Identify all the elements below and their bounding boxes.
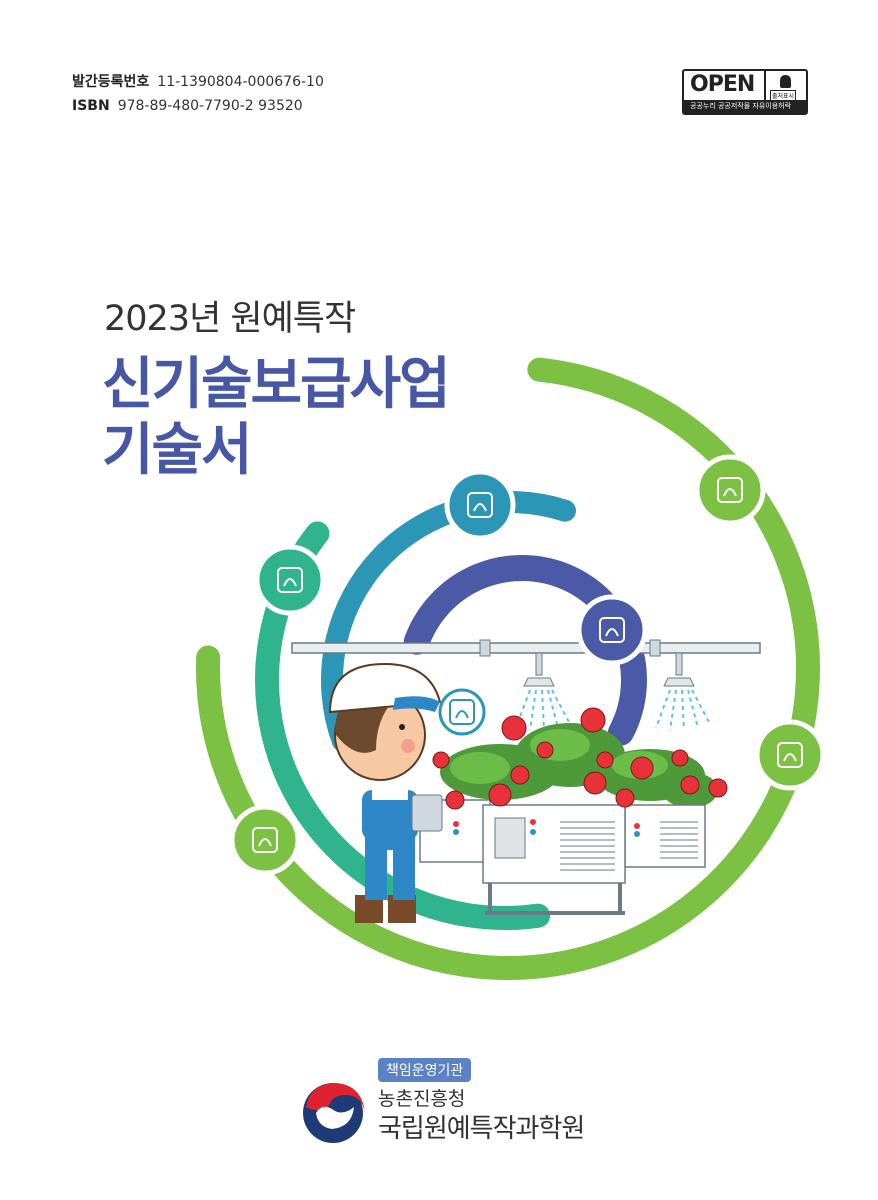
- gear-settings-icon: [438, 688, 486, 736]
- agency-badge: 책임운영기관: [378, 1058, 472, 1082]
- open-logo-text: OPEN: [690, 72, 755, 97]
- reg-label: 발간등록번호: [72, 74, 150, 90]
- indigo-ring: [403, 555, 647, 746]
- open-license-logo: OPEN 출처표시 공공누리 공공저작물 자유이용허락: [682, 69, 808, 115]
- cover-subtitle: 2023년 원예특작: [104, 299, 356, 339]
- government-emblem-icon: [303, 1083, 365, 1143]
- drone-spray-icon: [229, 804, 301, 876]
- irrigation-pipe: [291, 639, 761, 731]
- farmer-character: [328, 662, 443, 923]
- technology-icons: [229, 454, 826, 876]
- climate-control-icon: [576, 594, 648, 666]
- reg-number: 11-1390804-000676-10: [157, 74, 324, 90]
- greenhouse-icon: [254, 544, 326, 616]
- cover-title: 신기술보급사업 기술서: [102, 352, 451, 484]
- open-license-bar: 공공누리 공공저작물 자유이용허락: [684, 100, 806, 113]
- parent-agency: 농촌진흥청: [378, 1088, 466, 1110]
- hydroponic-icon: [754, 719, 826, 791]
- publication-info: 발간등록번호 11-1390804-000676-10 ISBN 978-89-48…: [72, 70, 324, 118]
- dna-plant-icon: [444, 469, 516, 541]
- strawberry-planters: [419, 707, 728, 915]
- title-line-1: 신기술보급사업: [102, 352, 451, 417]
- institute-name: 국립원예특작과학원: [378, 1114, 585, 1144]
- isbn-label: ISBN: [72, 98, 110, 114]
- isbn-number: 978-89-480-7790-2 93520: [117, 98, 303, 114]
- title-line-2: 기술서: [102, 418, 253, 483]
- smart-farm-phone-icon: [694, 454, 766, 526]
